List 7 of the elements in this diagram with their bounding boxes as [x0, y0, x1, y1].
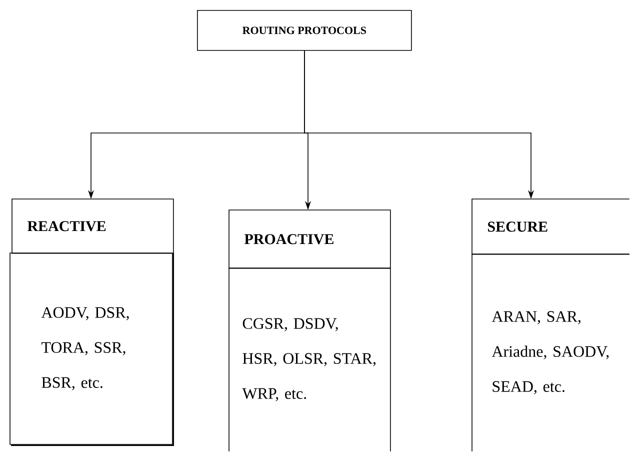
protocol-list-box: CGSR, DSDV, HSR, OLSR, STAR, WRP, etc.	[228, 268, 391, 452]
title-box: ROUTING PROTOCOLS	[197, 10, 412, 51]
category-header-box: REACTIVE	[12, 198, 174, 254]
protocol-list-box: AODV, DSR, TORA, SSR, BSR, etc.	[10, 252, 174, 446]
category-header-box: SECURE	[472, 198, 630, 255]
category-header-box: PROACTIVE	[228, 210, 391, 269]
protocol-list-box: ARAN, SAR, Ariadne, SAODV, SEAD, etc.	[472, 254, 630, 452]
